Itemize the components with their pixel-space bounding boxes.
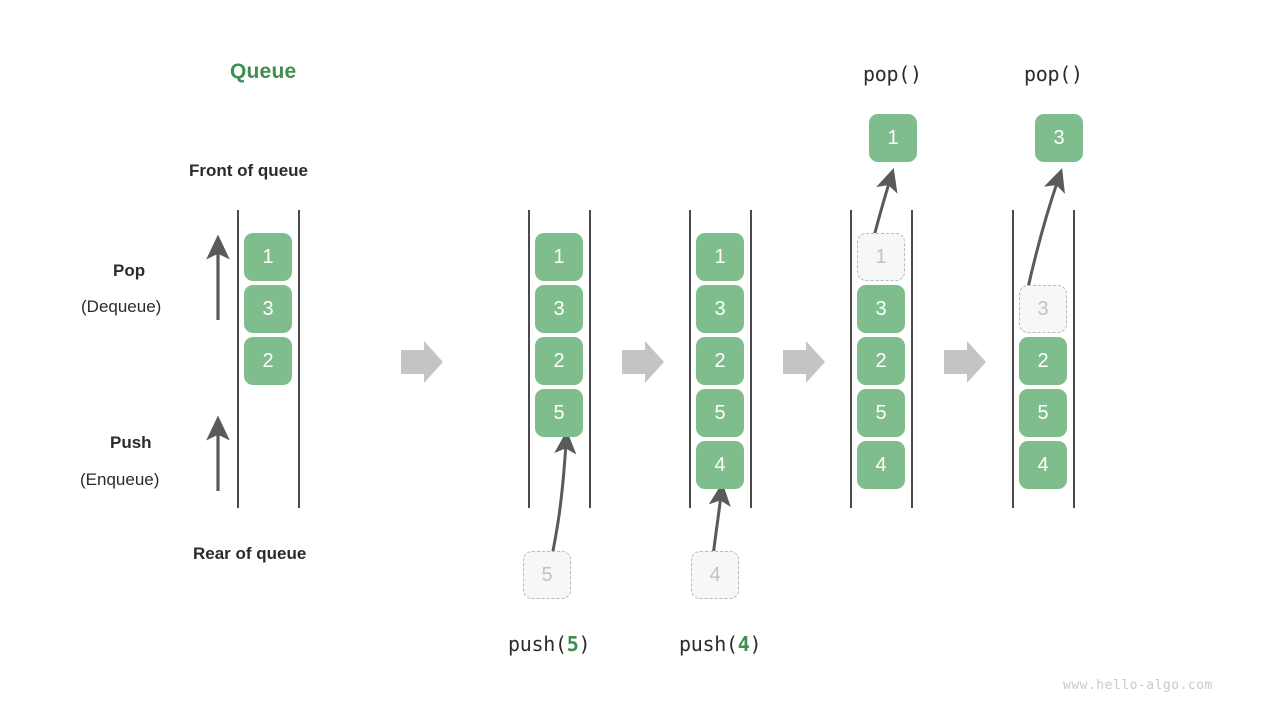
push-5-caption: push(5) (508, 632, 591, 656)
queue-rail-right (1073, 210, 1075, 508)
queue-rail-right (750, 210, 752, 508)
queue-cell: 2 (857, 337, 905, 385)
queue-cell: 3 (535, 285, 583, 333)
outgoing-ghost-cell: 1 (857, 233, 905, 281)
queue-cell: 3 (244, 285, 292, 333)
pop-3-caption: pop() (1024, 62, 1083, 86)
queue-rail-left (528, 210, 530, 508)
transition-arrow-3 (783, 341, 825, 383)
transition-arrow-4 (944, 341, 986, 383)
pop-label: Pop (113, 261, 146, 280)
queue-rail-right (589, 210, 591, 508)
enqueue-label: (Enqueue) (80, 470, 160, 489)
queue-cell: 3 (857, 285, 905, 333)
queue-cell: 2 (244, 337, 292, 385)
incoming-ghost-cell: 5 (523, 551, 571, 599)
incoming-ghost-cell: 4 (691, 551, 739, 599)
fn-close: ) (749, 632, 762, 656)
page-title: Queue (230, 60, 297, 83)
queue-rail-left (237, 210, 239, 508)
popped-cell: 3 (1035, 114, 1083, 162)
queue-cell: 2 (535, 337, 583, 385)
push-4-caption: push(4) (679, 632, 762, 656)
queue-rail-left (850, 210, 852, 508)
pop-3-arrow (1025, 168, 1065, 293)
popped-cell: 1 (869, 114, 917, 162)
fn-close: ) (578, 632, 591, 656)
queue-rail-right (298, 210, 300, 508)
queue-rail-left (1012, 210, 1014, 508)
queue-cell: 5 (535, 389, 583, 437)
rear-of-queue-label: Rear of queue (193, 544, 307, 563)
queue-rail-right (911, 210, 913, 508)
push-4-arrow (708, 482, 731, 557)
queue-cell: 5 (696, 389, 744, 437)
fn-arg: 5 (566, 632, 579, 656)
queue-cell: 4 (857, 441, 905, 489)
dequeue-label: (Dequeue) (81, 297, 162, 316)
fn-name: push( (508, 632, 567, 656)
queue-cell: 1 (244, 233, 292, 281)
queue-rail-left (689, 210, 691, 508)
queue-cell: 4 (696, 441, 744, 489)
queue-cell: 1 (535, 233, 583, 281)
queue-cell: 3 (696, 285, 744, 333)
pop-1-caption: pop() (863, 62, 922, 86)
queue-cell: 2 (1019, 337, 1067, 385)
transition-arrow-2 (622, 341, 664, 383)
push-5-arrow (550, 430, 577, 557)
queue-cell: 1 (696, 233, 744, 281)
outgoing-ghost-cell: 3 (1019, 285, 1067, 333)
fn-name: push( (679, 632, 738, 656)
queue-cell: 4 (1019, 441, 1067, 489)
transition-arrow-1 (401, 341, 443, 383)
push-label: Push (110, 433, 152, 452)
queue-cell: 2 (696, 337, 744, 385)
queue-cell: 5 (857, 389, 905, 437)
watermark: www.hello-algo.com (1063, 678, 1213, 693)
queue-cell: 5 (1019, 389, 1067, 437)
fn-arg: 4 (737, 632, 750, 656)
front-of-queue-label: Front of queue (189, 161, 308, 180)
